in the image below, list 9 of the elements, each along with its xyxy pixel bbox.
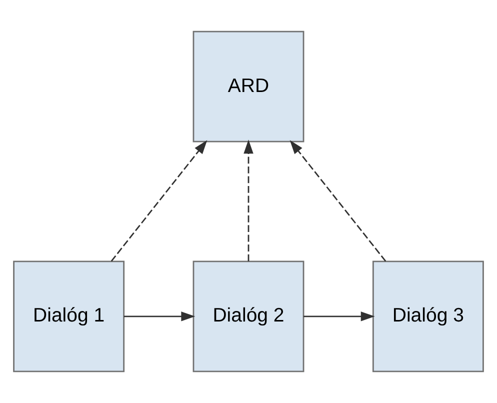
node-box: Dialóg 3 xyxy=(372,260,484,372)
node-box: Dialóg 2 xyxy=(192,260,304,372)
node-box: Dialóg 1 xyxy=(13,260,125,372)
node-box: ARD xyxy=(192,30,304,142)
arrow xyxy=(304,312,375,322)
arrow xyxy=(290,140,386,262)
arrow xyxy=(124,312,196,322)
arrow xyxy=(110,140,208,262)
arrow xyxy=(244,140,254,262)
